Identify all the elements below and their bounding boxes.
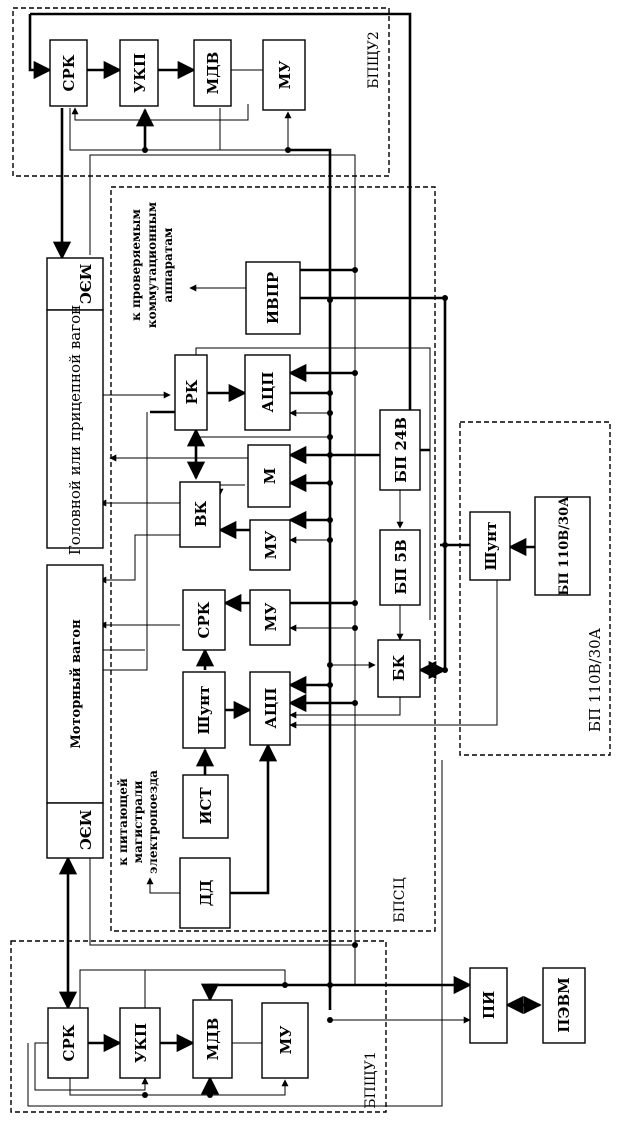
note-to-mains-line3: электропоезда (146, 770, 160, 874)
block-pevm-label: ПЭВМ (555, 977, 573, 1032)
block-vk-label: ВК (192, 500, 210, 527)
note-to-switching-line3: аппаратам (161, 227, 175, 302)
note-to-mains: к питающей магистрали электропоезда (116, 770, 160, 874)
block-mu-top-label: МУ (276, 61, 294, 90)
block-mdv-top-label: МДВ (204, 52, 222, 95)
block-bp24: БП 24В (379, 409, 421, 491)
group-bp110-frame (459, 421, 611, 756)
group-bpshchu1-frame (10, 940, 387, 1113)
block-srk-bot: СРК (47, 1007, 89, 1079)
note-to-switching: к проверяемым коммутационным аппаратам (129, 201, 175, 328)
block-mu-vk: МУ (249, 519, 291, 571)
block-acp-mid: АЦП (249, 671, 291, 746)
block-pi: ПИ (469, 967, 508, 1044)
block-m-label: М (261, 468, 279, 485)
block-mu-mid: МУ (249, 589, 291, 646)
block-ukp-bot-label: УКП (132, 1023, 150, 1063)
block-mdv-top: МДВ (193, 39, 232, 107)
block-ist: ИСТ (182, 774, 229, 839)
block-mdv-bot-label: МДВ (204, 1018, 222, 1061)
note-to-switching-line1: к проверяемым (129, 209, 143, 321)
block-vagon-top: Головной или прицепной вагон (46, 305, 104, 555)
block-mes-top-label: МЭС (76, 264, 94, 305)
block-dd: ДД (179, 857, 231, 929)
block-mes-top: МЭС (46, 257, 104, 311)
group-bpsc-label: БПСЦ (392, 877, 408, 922)
block-pevm: ПЭВМ (542, 967, 586, 1044)
group-bpshchu1-label: БПЩУ1 (363, 1051, 379, 1109)
block-srk-mid: СРК (182, 589, 226, 651)
block-mu-mid-label: МУ (262, 603, 280, 632)
block-vk: ВК (179, 481, 221, 548)
block-acp-rk: АЦП (244, 354, 291, 431)
block-mu-bot-label: МУ (277, 1026, 295, 1055)
block-m: М (247, 444, 291, 508)
group-bpsc-frame (110, 186, 436, 932)
block-ukp-top: УКП (119, 39, 159, 107)
junctions (142, 147, 448, 1098)
note-to-mains-line1: к питающей (116, 778, 130, 866)
group-bpshchu2-frame (12, 7, 390, 177)
block-shunt-bp: Шунт (469, 511, 511, 581)
block-bk: БК (377, 639, 421, 698)
block-dd-label: ДД (197, 880, 215, 907)
block-mu-vk-label: МУ (262, 531, 280, 560)
block-bp5-label: БП 5В (392, 539, 410, 594)
block-rk: РК (174, 354, 208, 431)
block-pi-label: ПИ (480, 991, 498, 1019)
block-shunt-mid: Шунт (182, 671, 226, 749)
block-motor-vagon-label: Моторный вагон (69, 619, 84, 749)
block-srk-mid-label: СРК (195, 601, 213, 638)
block-acp-mid-label: АЦП (262, 688, 280, 729)
block-bp110-label: БП 110В/30А (557, 496, 572, 596)
block-srk-top: СРК (49, 39, 88, 107)
block-srk-bot-label: СРК (60, 1024, 78, 1061)
note-to-mains-line2: магистрали (131, 781, 145, 864)
block-mu-top: МУ (262, 39, 306, 111)
block-ivpr-label: ИВПР (264, 272, 282, 324)
group-bp110-label: БП 110В/30А (586, 627, 604, 732)
block-ukp-top-label: УКП (131, 53, 149, 93)
block-bp110: БП 110В/30А (534, 496, 591, 596)
block-mdv-bot: МДВ (192, 999, 233, 1079)
group-bpshchu2-label: БПЩУ2 (366, 31, 382, 89)
block-rk-label: РК (183, 379, 201, 404)
block-mes-bot-label: МЭС (76, 810, 94, 851)
block-ist-label: ИСТ (197, 787, 215, 825)
block-shunt-mid-label: Шунт (195, 686, 213, 735)
block-bp24-label: БП 24В (392, 417, 410, 483)
block-shunt-bp-label: Шунт (482, 522, 500, 571)
note-to-switching-line2: коммутационным (145, 201, 159, 328)
block-ivpr: ИВПР (245, 261, 301, 335)
block-vagon-top-label: Головной или прицепной вагон (66, 305, 84, 555)
block-acp-rk-label: АЦП (259, 372, 277, 413)
block-bk-label: БК (390, 654, 408, 681)
block-bp5: БП 5В (379, 529, 421, 606)
block-srk-top-label: СРК (60, 54, 78, 91)
block-mes-bot: МЭС (46, 802, 104, 859)
block-mu-bot: МУ (261, 1002, 309, 1079)
block-ukp-bot: УКП (119, 1007, 161, 1079)
block-motor-vagon: Моторный вагон (46, 564, 104, 804)
